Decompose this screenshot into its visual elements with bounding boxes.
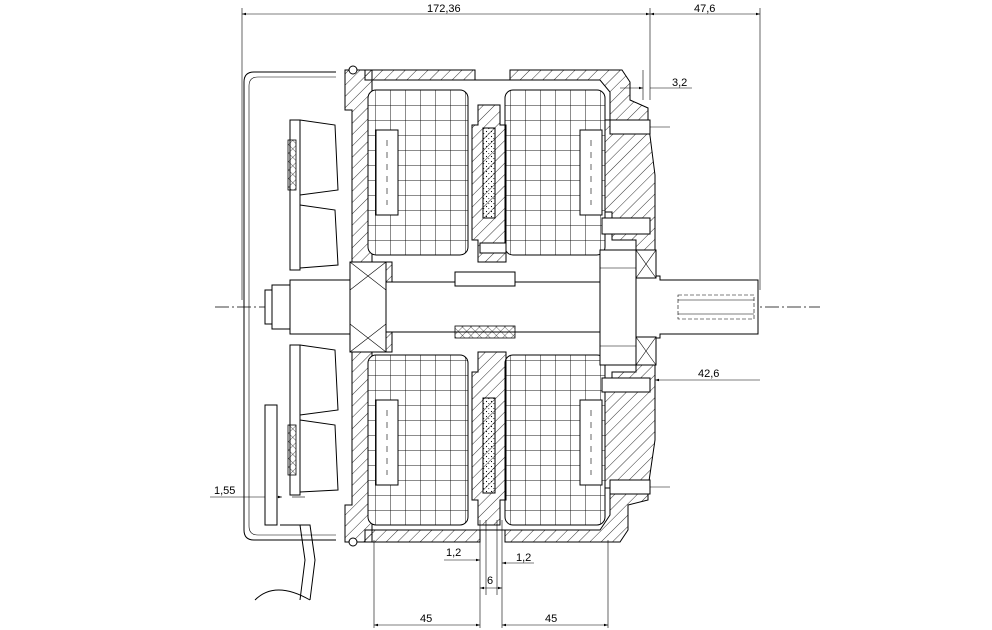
dim-text-air-gap-right: 1,2 — [516, 552, 531, 564]
coil-windings — [375, 129, 603, 486]
dim-text-rotor-width: 6 — [487, 575, 493, 587]
shaft-sleeve — [454, 325, 516, 339]
right-end-shield — [599, 119, 656, 263]
dimension-bearing-offset: 42,6 — [654, 350, 760, 385]
shaft-collar — [454, 271, 516, 287]
left-fan-assembly — [271, 119, 351, 496]
dim-text-stator-right-width: 45 — [545, 613, 557, 625]
dimension-flange-step: 3,2 — [620, 70, 692, 100]
dim-text-flange-step: 3,2 — [672, 77, 687, 89]
rotor-key — [479, 242, 507, 254]
dim-text-overall-length: 172,36 — [427, 3, 461, 15]
dim-text-air-gap-left: 1,2 — [446, 547, 461, 559]
dimension-shaft-extension: 47,6 — [650, 3, 761, 290]
top-housing-shell — [364, 69, 649, 121]
right-end-shield-lower — [599, 351, 656, 489]
shaft-threaded-hole — [677, 294, 755, 320]
dimension-bottom-group: 1,2 1,2 6 45 45 — [373, 520, 609, 628]
left-bearing — [349, 261, 387, 353]
right-bolts — [601, 119, 670, 495]
dim-text-bearing-offset: 42,6 — [698, 368, 719, 380]
rotor-hub-lower — [471, 351, 507, 526]
dim-text-plate-gap: 1,55 — [214, 485, 235, 497]
dimension-overall-length: 172,36 — [241, 3, 651, 300]
cable-terminal — [254, 65, 358, 601]
dim-text-stator-left-width: 45 — [420, 613, 432, 625]
right-bearing — [599, 249, 657, 366]
outer-cover-outline — [243, 71, 336, 541]
dim-text-shaft-extension: 47,6 — [694, 3, 715, 15]
rotor-hub — [471, 104, 507, 263]
